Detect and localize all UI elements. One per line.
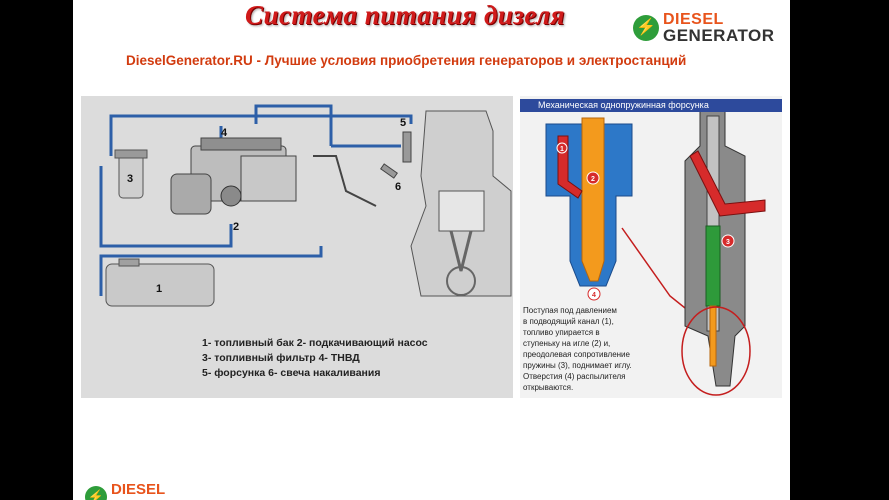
label-1: 1 xyxy=(156,283,162,295)
marker-4: 4 xyxy=(592,292,596,299)
lightning-icon: ⚡ xyxy=(633,15,659,41)
marker-3: 3 xyxy=(726,239,730,246)
legend-line-1: 1- топливный бак 2- подкачивающий насос xyxy=(202,337,428,349)
legend-line-2: 3- топливный фильтр 4- ТНВД xyxy=(202,352,360,364)
brand-logo: ⚡ DIESEL GENERATOR xyxy=(633,11,783,48)
desc-line-5: преодолевая сопротивление xyxy=(523,350,630,359)
marker-1: 1 xyxy=(560,146,564,153)
injector-description: Поступая под давлением в подводящий кана… xyxy=(523,305,653,393)
injection-pump-shape xyxy=(170,137,297,215)
lightning-icon: ⚡ xyxy=(85,486,107,500)
desc-line-7: Отверстия (4) распылителя xyxy=(523,372,626,381)
desc-line-6: пружины (3), поднимает иглу. xyxy=(523,361,632,370)
diagram-legend: 1- топливный бак 2- подкачивающий насос … xyxy=(202,336,428,381)
fuel-line-return xyxy=(99,166,233,248)
fuel-line-tank xyxy=(99,246,323,296)
throttle-lever xyxy=(313,155,377,207)
desc-line-8: открываются. xyxy=(523,383,574,392)
fuel-system-illustration: 3 4 2 1 xyxy=(99,104,512,307)
desc-line-1: Поступая под давлением xyxy=(523,306,617,315)
desc-line-3: топливо упирается в xyxy=(523,328,600,337)
fuel-filter-shape xyxy=(114,149,148,199)
label-4: 4 xyxy=(221,127,228,139)
desc-line-4: ступеньку на игле (2) и, xyxy=(523,339,611,348)
engine-block-shape xyxy=(410,110,512,297)
injector-diagram-header: Механическая однопружинная форсунка xyxy=(520,99,782,112)
desc-line-2: в подводящий канал (1), xyxy=(523,317,614,326)
slide-subtitle: DieselGenerator.RU - Лучшие условия прио… xyxy=(126,53,687,68)
injector-body xyxy=(681,107,766,396)
logo-word-diesel: DIESEL xyxy=(663,11,724,28)
fuel-tank-shape xyxy=(105,258,215,307)
injector-diagram: Механическая однопружинная форсунка 1 2 … xyxy=(520,96,782,398)
fuel-system-diagram: 3 4 2 1 xyxy=(81,96,513,398)
slide: Система питания дизеля ⚡ DIESEL GENERATO… xyxy=(73,0,790,500)
legend-line-3: 5- форсунка 6- свеча накаливания xyxy=(202,367,381,379)
label-6: 6 xyxy=(395,181,401,193)
logo-word-generator: GENERATOR xyxy=(663,26,775,45)
fuel-line-top xyxy=(109,114,413,156)
bottom-logo-word: DIESEL xyxy=(111,481,166,498)
fuel-line-injector-a xyxy=(254,104,333,146)
injector-shape xyxy=(402,131,412,163)
label-5: 5 xyxy=(400,117,406,129)
glow-plug-shape xyxy=(380,163,398,179)
label-3: 3 xyxy=(127,173,133,185)
bottom-brand-logo: ⚡ DIESEL xyxy=(85,480,195,500)
connection-arrow xyxy=(621,227,696,317)
marker-2: 2 xyxy=(591,176,595,183)
slide-title: Система питания дизеля xyxy=(245,0,565,30)
injector-illustration: 1 2 4 3 xyxy=(545,107,766,396)
nozzle-cross-section xyxy=(545,117,633,301)
label-2: 2 xyxy=(233,221,239,233)
